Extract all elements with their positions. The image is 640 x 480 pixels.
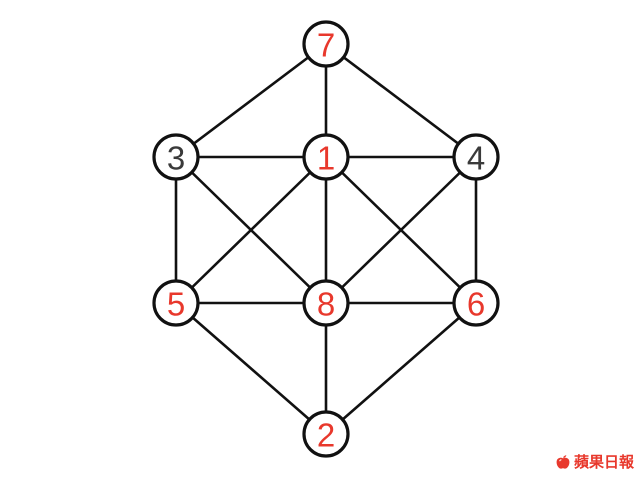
watermark-text: 蘋果日報 (573, 453, 634, 471)
watermark-logo: 蘋果日報 (555, 451, 634, 472)
node-3: 3 (152, 133, 200, 181)
node-7: 7 (302, 20, 350, 68)
node-label: 4 (467, 140, 485, 177)
node-1: 1 (302, 133, 350, 181)
node-circle (452, 133, 500, 181)
node-circle (302, 279, 350, 327)
edge-7-3 (174, 42, 328, 159)
node-label: 1 (317, 140, 335, 177)
node-label: 6 (467, 286, 485, 323)
node-6: 6 (452, 279, 500, 327)
nodes-layer: 7 3 1 4 5 8 6 2 (152, 20, 500, 458)
node-2: 2 (302, 410, 350, 458)
edge-5-2 (174, 301, 328, 436)
edge-1-5 (174, 155, 328, 305)
node-label: 2 (317, 417, 335, 454)
node-8: 8 (302, 279, 350, 327)
edges-layer (174, 42, 478, 436)
edge-6-2 (324, 301, 478, 436)
node-circle (302, 133, 350, 181)
node-label: 7 (317, 27, 335, 64)
node-circle (302, 410, 350, 458)
node-circle (152, 133, 200, 181)
node-label: 5 (167, 286, 185, 323)
node-4: 4 (452, 133, 500, 181)
node-circle (452, 279, 500, 327)
node-circle (302, 20, 350, 68)
apple-logo-icon (556, 455, 570, 469)
edge-7-4 (324, 42, 478, 159)
node-label: 3 (167, 140, 185, 177)
node-5: 5 (152, 279, 200, 327)
node-circle (152, 279, 200, 327)
node-label: 8 (317, 286, 335, 323)
edge-4-8 (324, 155, 478, 305)
